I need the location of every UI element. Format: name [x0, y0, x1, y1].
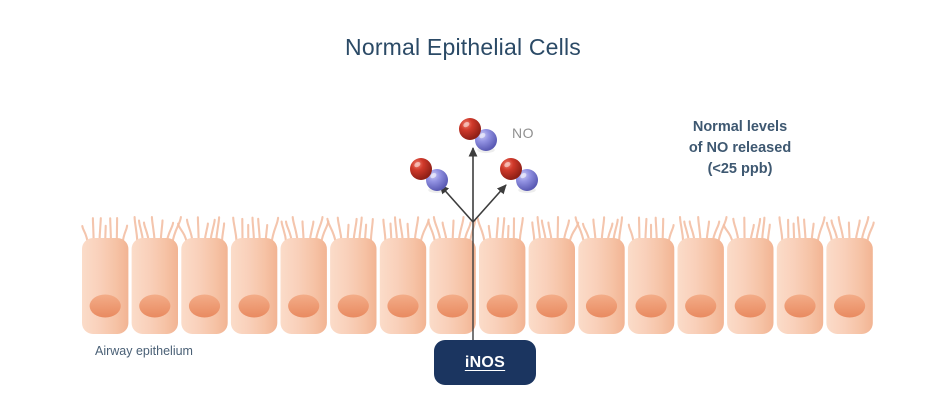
arrow-upper-left	[439, 184, 474, 223]
inos-enzyme-box: iNOS	[434, 340, 536, 385]
epithelial-cell	[379, 238, 427, 334]
epithelial-cell	[727, 238, 774, 334]
arrow-upper-right	[472, 184, 507, 223]
epithelial-cell	[181, 238, 228, 334]
epithelial-cell	[330, 238, 377, 334]
epithelial-cell	[230, 238, 278, 334]
no-molecule-label: NO	[512, 125, 534, 141]
caption-line-3: (<25 ppb)	[707, 161, 773, 177]
epithelial-cell	[826, 238, 873, 334]
epithelial-cell	[280, 238, 327, 334]
epithelial-cell	[528, 238, 575, 334]
nitrogen-atom-sphere	[410, 158, 432, 180]
cilia-tuft	[627, 216, 675, 246]
no-molecule-right	[500, 158, 538, 194]
epithelial-cell	[776, 238, 824, 334]
caption-line-2: of NO released	[688, 140, 792, 156]
no-molecule-left	[410, 158, 448, 194]
epithelial-cell	[82, 238, 129, 334]
inos-label: iNOS	[464, 353, 506, 371]
epithelial-cell	[429, 238, 476, 334]
epithelial-cell	[131, 238, 178, 334]
nitrogen-atom-sphere	[459, 118, 481, 140]
no-level-caption: Normal levels of NO released (<25 ppb)	[640, 117, 840, 180]
epithelial-cell	[677, 238, 724, 334]
epithelial-cells-group	[81, 215, 875, 334]
epithelial-cell	[479, 238, 526, 334]
airway-epithelium-label: Airway epithelium	[95, 344, 193, 358]
caption-line-1: Normal levels	[692, 119, 788, 135]
nitrogen-atom-sphere	[500, 158, 522, 180]
no-molecule-top	[459, 118, 497, 154]
page-title: Normal Epithelial Cells	[345, 34, 581, 60]
epithelial-cell	[627, 238, 675, 334]
epithelial-cell	[578, 238, 625, 334]
